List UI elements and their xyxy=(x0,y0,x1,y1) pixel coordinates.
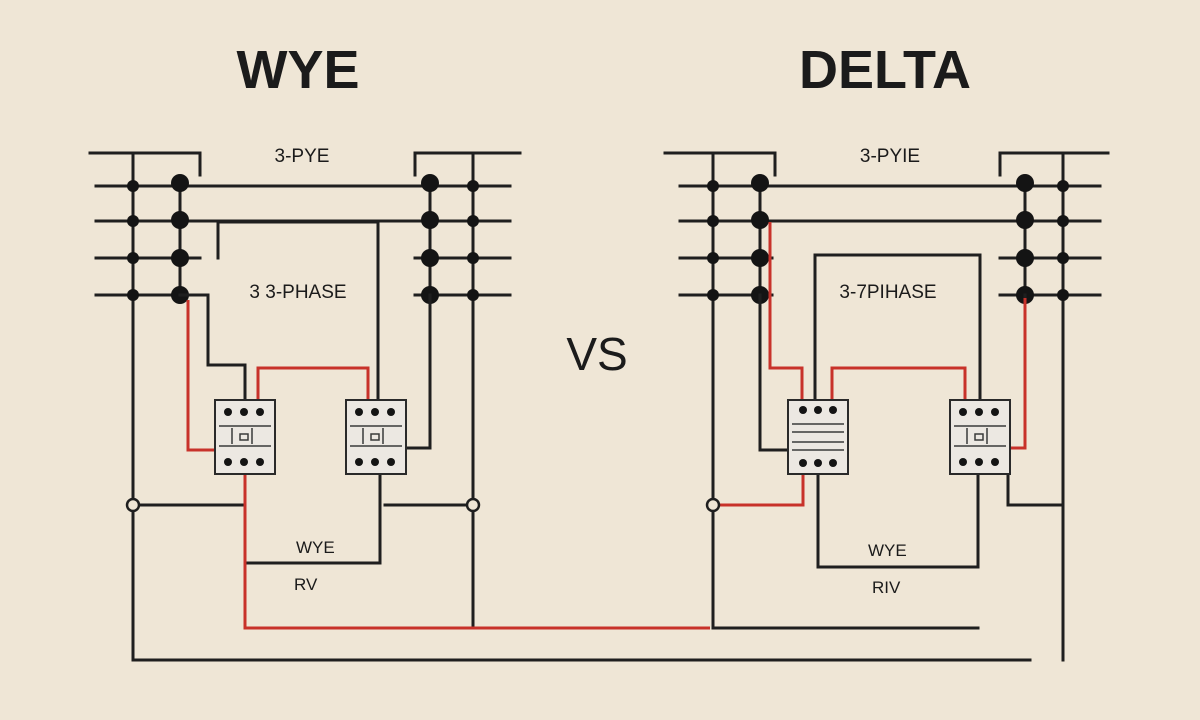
wye-phase-label: 3 3-PHASE xyxy=(249,282,346,303)
vs-label: VS xyxy=(566,328,627,380)
delta-open-terminal xyxy=(705,497,721,513)
wye-open-terminal xyxy=(465,497,481,513)
delta-phase-label: 3-7PIHASE xyxy=(839,282,936,303)
delta-breaker-left xyxy=(787,399,849,475)
wye-junction-dots xyxy=(127,174,479,304)
delta-top-label: 3-PYIE xyxy=(860,146,920,167)
delta-junction-dots xyxy=(707,174,1069,304)
wye-bottom-label-1: WYE xyxy=(296,538,335,557)
wye-hot-wires xyxy=(186,300,710,630)
delta-panel: DELTA 3-PYIE 3-7PIHASE WYE RIV xyxy=(663,40,1110,662)
wye-breaker-left xyxy=(214,399,276,475)
delta-breaker-right xyxy=(949,399,1011,475)
wye-wires xyxy=(131,220,1032,662)
delta-hot-wires xyxy=(713,222,1027,507)
wye-title: WYE xyxy=(236,40,359,100)
delta-bottom-label-2: RIV xyxy=(872,578,901,597)
wye-bottom-label-2: RV xyxy=(294,575,318,594)
wye-top-label: 3-PYE xyxy=(275,146,330,167)
wye-bus-bars xyxy=(88,151,522,297)
wye-breaker-right xyxy=(345,399,407,475)
delta-bottom-label-1: WYE xyxy=(868,541,907,560)
delta-title: DELTA xyxy=(799,40,971,100)
wye-panel: WYE 3-PYE 3 3-PHASE WYE RV xyxy=(88,40,1032,662)
wye-open-terminal xyxy=(125,497,141,513)
delta-bus-bars xyxy=(663,151,1110,297)
